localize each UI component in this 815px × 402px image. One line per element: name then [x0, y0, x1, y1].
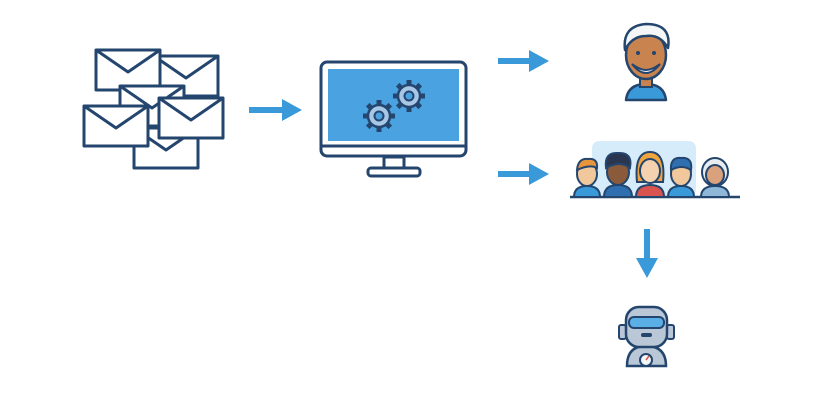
- arrow-emails-to-processor: [249, 99, 302, 121]
- envelopes-stack-icon: [82, 48, 225, 170]
- group-person-3: [634, 150, 666, 198]
- robot-icon: [618, 305, 675, 368]
- group-person-5: [699, 157, 731, 198]
- arrow-processor-to-group: [498, 163, 549, 185]
- arrow-group-to-robot: [636, 229, 658, 278]
- gear-icon: [363, 100, 395, 132]
- arrow-processor-to-individual: [498, 50, 549, 72]
- group-person-4: [666, 156, 696, 198]
- group-person-2: [602, 151, 634, 198]
- group-person-1: [572, 157, 602, 198]
- gear-icon: [393, 80, 425, 112]
- people-group-icon: [570, 141, 740, 199]
- person-icon: [623, 22, 670, 102]
- computer-gears-icon: [319, 60, 468, 178]
